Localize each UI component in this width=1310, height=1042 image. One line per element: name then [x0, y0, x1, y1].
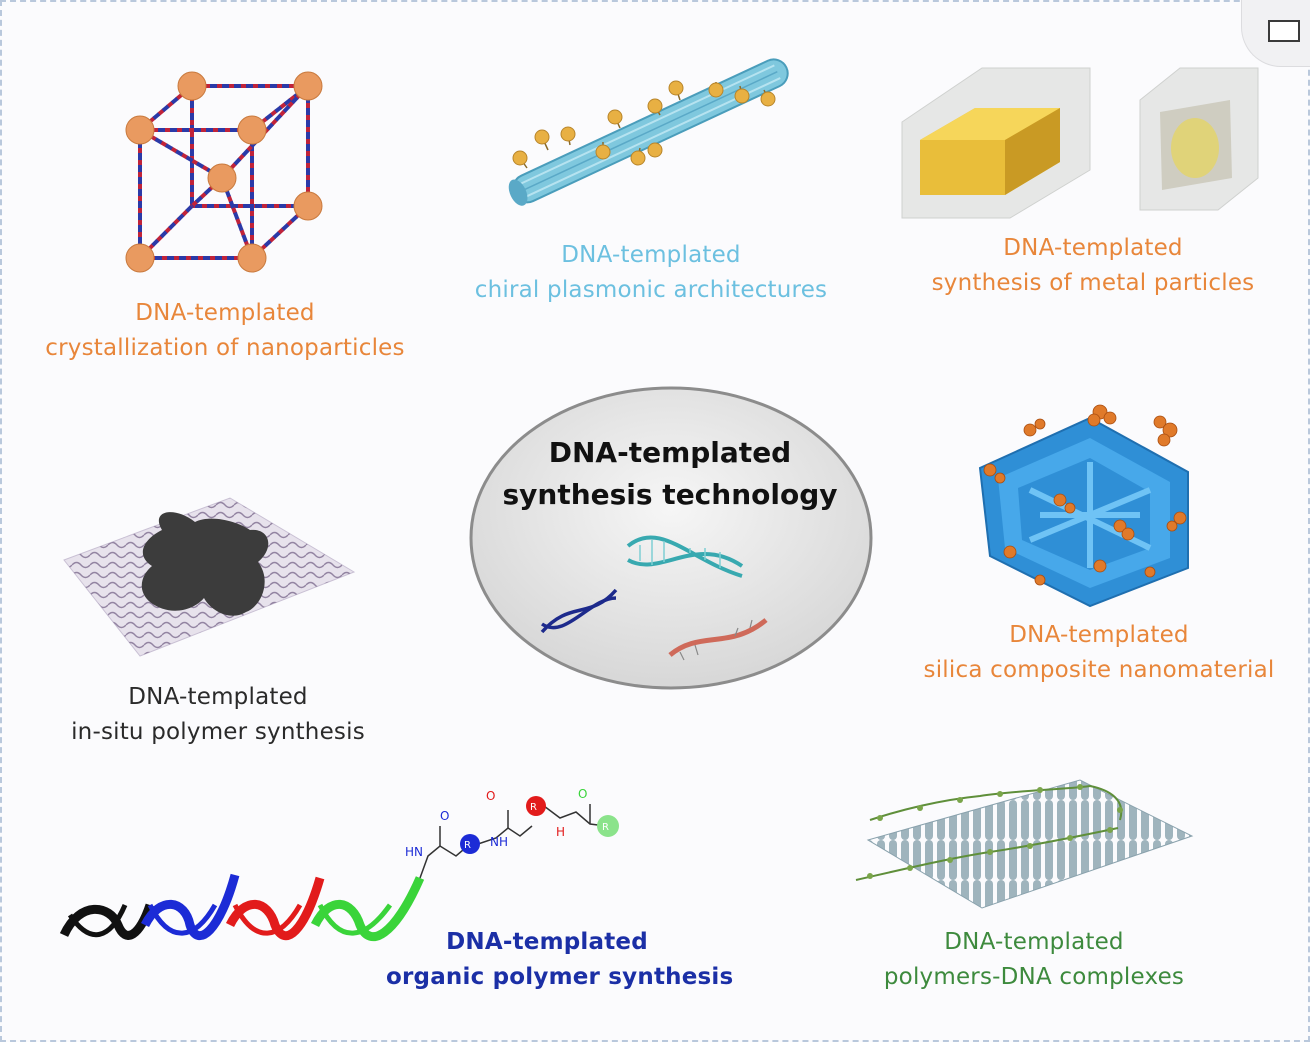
label-organic-line2: organic polymer synthesis — [386, 964, 734, 990]
label-metal-line1: DNA-templated — [1003, 235, 1183, 261]
label-complexes: DNA-templated polymers-DNA complexes — [874, 925, 1194, 995]
label-complexes-line1: DNA-templated — [944, 929, 1124, 955]
nh2-text: H — [556, 825, 565, 839]
label-chiral-line2: chiral plasmonic architectures — [474, 277, 828, 303]
nh-text: NH — [490, 835, 508, 849]
label-silica: DNA-templated silica composite nanomater… — [916, 618, 1282, 688]
label-organic: DNA-templated organic polymer synthesis — [386, 925, 734, 995]
label-insitu-line2: in-situ polymer synthesis — [71, 719, 365, 745]
center-title: DNA-templated synthesis technology — [480, 432, 860, 516]
label-crystallization-line1: DNA-templated — [135, 300, 315, 326]
label-crystallization-line2: crystallization of nanoparticles — [45, 335, 405, 361]
hn-text: HN — [405, 845, 423, 859]
window-icon — [1268, 20, 1300, 42]
expand-button[interactable] — [1241, 0, 1310, 67]
label-chiral: DNA-templated chiral plasmonic architect… — [468, 238, 834, 308]
label-crystallization: DNA-templated crystallization of nanopar… — [40, 296, 410, 366]
label-insitu-line1: DNA-templated — [128, 684, 308, 710]
svg-text:O: O — [486, 789, 495, 803]
svg-text:O: O — [440, 809, 449, 823]
svg-text:O: O — [578, 787, 587, 801]
r3-text: R — [602, 822, 609, 833]
label-organic-line1: DNA-templated — [446, 929, 648, 955]
label-chiral-line1: DNA-templated — [561, 242, 741, 268]
label-metal: DNA-templated synthesis of metal particl… — [928, 231, 1258, 301]
r2-text: R — [530, 802, 537, 813]
label-silica-line1: DNA-templated — [1009, 622, 1189, 648]
label-insitu: DNA-templated in-situ polymer synthesis — [60, 680, 376, 750]
center-title-line1: DNA-templated — [548, 436, 792, 469]
center-title-line2: synthesis technology — [502, 478, 838, 511]
label-complexes-line2: polymers-DNA complexes — [883, 964, 1185, 990]
r1-text: R — [464, 840, 471, 851]
label-metal-line2: synthesis of metal particles — [931, 270, 1255, 296]
label-silica-line2: silica composite nanomaterial — [923, 657, 1275, 683]
